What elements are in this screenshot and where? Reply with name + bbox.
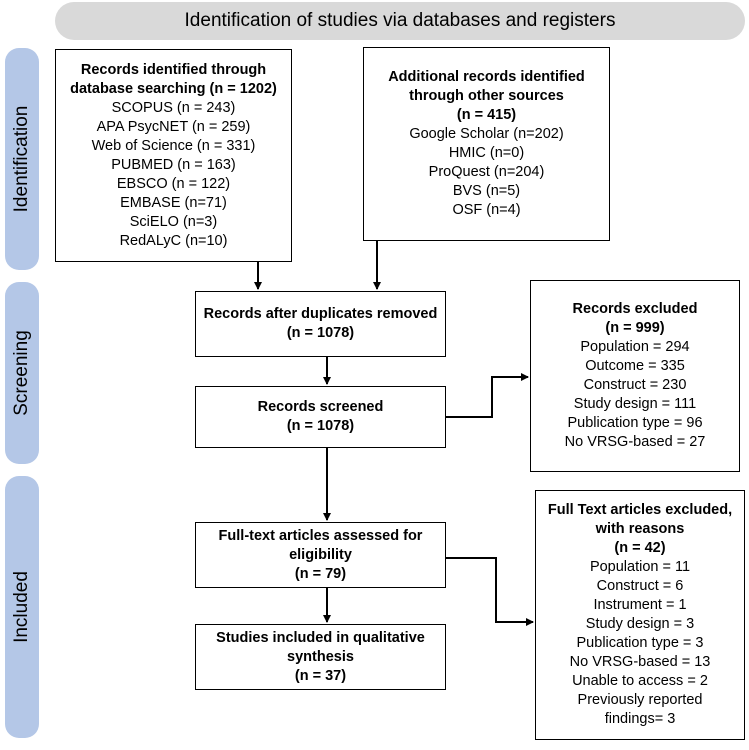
database-detail-line: SCOPUS (n = 243) <box>111 99 236 116</box>
database-detail-line: PUBMED (n = 163) <box>111 156 236 173</box>
screened-title-line: (n = 1078) <box>286 418 355 434</box>
stage-identification: Identification <box>5 48 39 270</box>
included-title-line: (n = 37) <box>294 667 347 684</box>
duplicates_removed-title-line: (n = 1078) <box>286 325 355 341</box>
other_sources-title-line: (n = 415) <box>456 107 517 123</box>
included-title-line: Studies included in qualitative <box>216 629 425 646</box>
other_sources-detail-line: ProQuest (n=204) <box>428 164 545 180</box>
fulltext_excluded-detail-line: Publication type = 3 <box>576 635 704 651</box>
box-other-sources: Additional records identified through oth… <box>363 47 610 241</box>
fulltext_excluded-detail-line: No VRSG-based = 13 <box>569 654 711 670</box>
database-title-line: database searching (n = 1202) <box>70 80 277 97</box>
other_sources-detail-line: OSF (n=4) <box>452 202 521 218</box>
excluded-detail-line: No VRSG-based = 27 <box>564 434 706 450</box>
excluded-title-line: Records excluded <box>572 301 698 317</box>
fulltext_excluded-detail-line: findings= 3 <box>604 711 676 727</box>
other_sources-detail-line: BVS (n=5) <box>452 183 521 199</box>
fulltext_excluded-detail-line: Population = 11 <box>589 559 691 575</box>
database-detail-line: SciELO (n=3) <box>129 213 218 230</box>
fulltext_excluded-detail-line: Unable to access = 2 <box>572 673 708 689</box>
fulltext_excluded-detail-line: Study design = 3 <box>585 616 695 632</box>
header-title: Identification of studies via databases … <box>184 10 616 31</box>
duplicates_removed-title-line: Records after duplicates removed <box>203 306 438 322</box>
included-title-line: synthesis <box>287 648 354 665</box>
header-banner: Identification of studies via databases … <box>55 2 745 40</box>
database-title-line: Records identified through <box>80 61 267 78</box>
excluded-detail-line: Outcome = 335 <box>585 358 685 374</box>
fulltext_excluded-title-line: Full Text articles excluded, <box>547 502 733 518</box>
fulltext_assessed-title-line: eligibility <box>289 546 352 563</box>
fulltext_excluded-title-line: (n = 42) <box>614 540 666 556</box>
fulltext_excluded-detail-line: Instrument = 1 <box>593 597 687 613</box>
excluded-detail-line: Construct = 230 <box>583 377 687 393</box>
box-fulltext-assessed: Full-text articles assessed for eligibili… <box>195 522 446 588</box>
database-detail-line: APA PsycNET (n = 259) <box>96 118 251 135</box>
other_sources-title-line: through other sources <box>409 88 564 104</box>
excluded-detail-line: Publication type = 96 <box>567 415 703 431</box>
other_sources-detail-line: HMIC (n=0) <box>448 145 525 161</box>
box-fulltext-excluded: Full Text articles excluded, with reasons… <box>535 490 745 740</box>
box-database-records: Records identified through database searc… <box>55 49 292 262</box>
fulltext_excluded-detail-line: Construct = 6 <box>596 578 684 594</box>
database-detail-line: EMBASE (n=71) <box>120 194 227 211</box>
other_sources-title-line: Additional records identified <box>388 69 585 85</box>
screened-title-line: Records screened <box>257 399 384 415</box>
fulltext_excluded-title-line: with reasons <box>595 521 685 537</box>
box-studies-included: Studies included in qualitative synthesis… <box>195 624 446 690</box>
excluded-title-line: (n = 999) <box>605 320 665 336</box>
excluded-detail-line: Study design = 111 <box>573 396 697 412</box>
stage-included: Included <box>5 476 39 738</box>
arrow-fulltext-to-excluded <box>446 557 534 626</box>
box-duplicates-removed: Records after duplicates removed (n = 107… <box>195 291 446 357</box>
fulltext_excluded-detail-line: Previously reported <box>577 692 703 708</box>
arrow-screened-to-excluded <box>446 373 529 418</box>
other_sources-detail-line: Google Scholar (n=202) <box>409 126 564 142</box>
fulltext_assessed-title-line: Full-text articles assessed for <box>218 527 423 544</box>
database-detail-line: EBSCO (n = 122) <box>116 175 231 192</box>
database-detail-line: RedALyC (n=10) <box>119 232 228 249</box>
excluded-detail-line: Population = 294 <box>580 339 690 355</box>
database-detail-line: Web of Science (n = 331) <box>91 137 256 154</box>
fulltext_assessed-title-line: (n = 79) <box>294 565 347 582</box>
stage-screening: Screening <box>5 282 39 464</box>
box-records-screened: Records screened (n = 1078) <box>195 386 446 448</box>
box-records-excluded: Records excluded (n = 999) Population = 29… <box>530 280 740 472</box>
